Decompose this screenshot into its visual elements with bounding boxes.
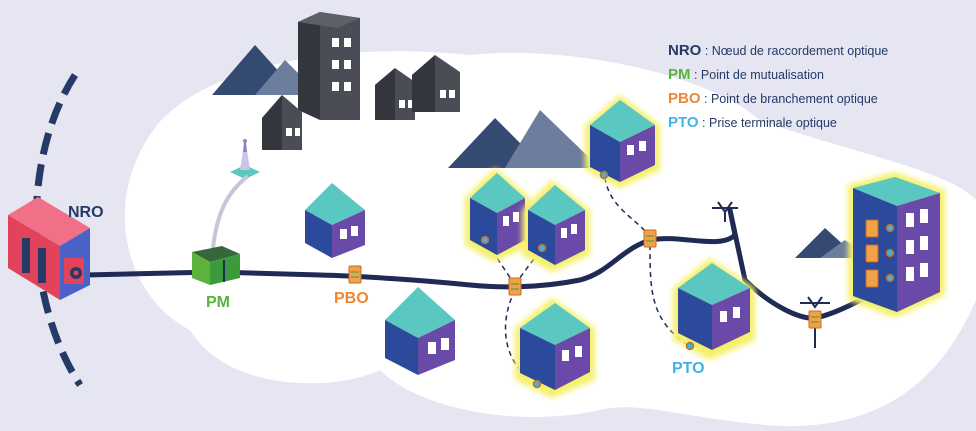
pto-socket <box>537 243 547 253</box>
pbo-box <box>643 229 657 248</box>
house-1 <box>305 183 365 258</box>
legend-abbr-pbo: PBO <box>668 90 701 107</box>
legend-sep: : <box>700 92 711 106</box>
pylon-1 <box>712 201 738 222</box>
highlighted-house-3 <box>585 95 660 188</box>
legend-item-pm: PM : Point de mutualisation <box>668 66 824 83</box>
pbo-label: PBO <box>334 290 369 307</box>
antenna-tower <box>230 139 260 179</box>
pto-sockets <box>480 170 895 389</box>
pm-label: PM <box>206 294 230 311</box>
legend-text-pbo: Point de branchement optique <box>710 92 878 106</box>
legend-item-pto: PTO : Prise terminale optique <box>668 114 837 131</box>
pto-socket <box>885 223 895 233</box>
legend-sep: : <box>701 44 712 58</box>
legend-item-nro: NRO : Nœud de raccordement optique <box>668 42 888 59</box>
nro-box <box>8 197 90 300</box>
gray-house-3 <box>412 55 460 112</box>
pbo-boxes <box>348 219 879 329</box>
legend-item-pbo: PBO : Point de branchement optique <box>668 90 878 107</box>
highlighted-house-5 <box>673 258 755 360</box>
pbo-box <box>865 269 879 288</box>
pm-cabinet <box>192 246 240 285</box>
mountains-center <box>448 110 600 168</box>
pto-socket <box>599 170 609 180</box>
pbo-box <box>508 277 522 296</box>
highlighted-house-4 <box>515 298 595 398</box>
house-2 <box>385 287 455 375</box>
nro-label: NRO <box>68 204 104 221</box>
pto-label: PTO <box>672 360 705 377</box>
legend-abbr-nro: NRO <box>668 42 702 59</box>
pto-socket <box>885 273 895 283</box>
legend-abbr-pto: PTO <box>668 114 699 131</box>
highlighted-apartment-building <box>848 172 945 318</box>
pbo-box <box>865 219 879 238</box>
antenna-feed-cable <box>210 174 250 261</box>
legend-sep: : <box>698 116 709 130</box>
legend-abbr-pm: PM <box>668 66 691 83</box>
legend-text-nro: Nœud de raccordement optique <box>711 44 889 58</box>
pto-socket <box>685 341 695 351</box>
pbo-box <box>865 244 879 263</box>
pto-socket <box>480 235 490 245</box>
legend-text-pto: Prise terminale optique <box>709 116 837 130</box>
pto-socket <box>885 248 895 258</box>
pto-socket <box>532 379 542 389</box>
gray-house-2 <box>375 68 415 120</box>
pbo-box <box>808 310 822 329</box>
legend-sep: : <box>690 68 701 82</box>
legend-text-pm: Point de mutualisation <box>700 68 824 82</box>
gray-tall-building <box>298 12 360 120</box>
pbo-box <box>348 265 362 284</box>
gray-house-1 <box>262 95 302 150</box>
